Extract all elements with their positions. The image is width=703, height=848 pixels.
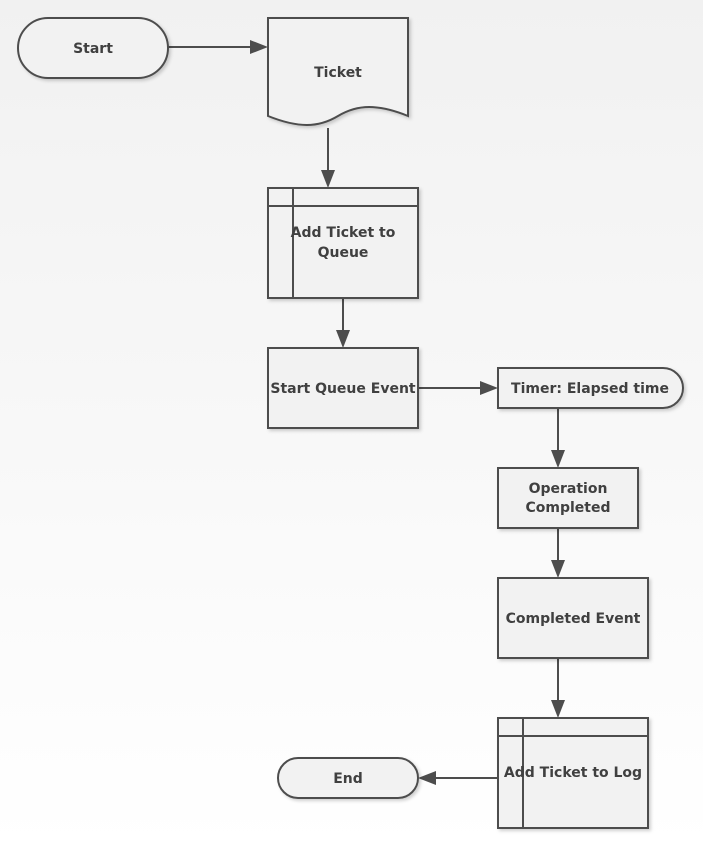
edge-timer-to-operation-completed (551, 408, 565, 468)
node-end[interactable]: End (277, 757, 419, 799)
node-operation-completed-label-line2: Completed (525, 500, 610, 516)
edges (168, 40, 565, 785)
node-start-queue-event-label: Start Queue Event (270, 381, 416, 397)
node-completed-event-label: Completed Event (506, 611, 641, 627)
edge-completed-event-to-add-log (551, 658, 565, 718)
node-add-ticket-to-log[interactable]: Add Ticket to Log (497, 717, 649, 829)
node-ticket[interactable]: Ticket (267, 17, 409, 126)
node-timer-label: Timer: Elapsed time (511, 381, 669, 397)
node-add-ticket-to-queue[interactable]: Add Ticket to Queue (267, 187, 419, 299)
node-timer[interactable]: Timer: Elapsed time (497, 367, 684, 409)
edge-ticket-to-add-queue (321, 128, 335, 188)
edge-add-log-to-end (418, 771, 498, 785)
node-add-ticket-to-log-label: Add Ticket to Log (504, 765, 642, 781)
node-end-label: End (333, 771, 363, 787)
node-ticket-label: Ticket (314, 65, 362, 81)
node-add-ticket-to-queue-label-line2: Queue (318, 245, 369, 261)
edge-add-queue-to-start-queue-event (336, 298, 350, 348)
node-operation-completed-label-line1: Operation (529, 481, 608, 497)
node-operation-completed[interactable]: Operation Completed (497, 467, 639, 529)
node-add-ticket-to-queue-label-line1: Add Ticket to (291, 225, 396, 241)
node-start[interactable]: Start (17, 17, 169, 79)
edge-start-to-ticket (168, 40, 268, 54)
node-start-queue-event[interactable]: Start Queue Event (267, 347, 419, 429)
node-completed-event[interactable]: Completed Event (497, 577, 649, 659)
edge-start-queue-event-to-timer (418, 381, 498, 395)
edge-operation-completed-to-completed-event (551, 528, 565, 578)
node-start-label: Start (73, 41, 113, 57)
